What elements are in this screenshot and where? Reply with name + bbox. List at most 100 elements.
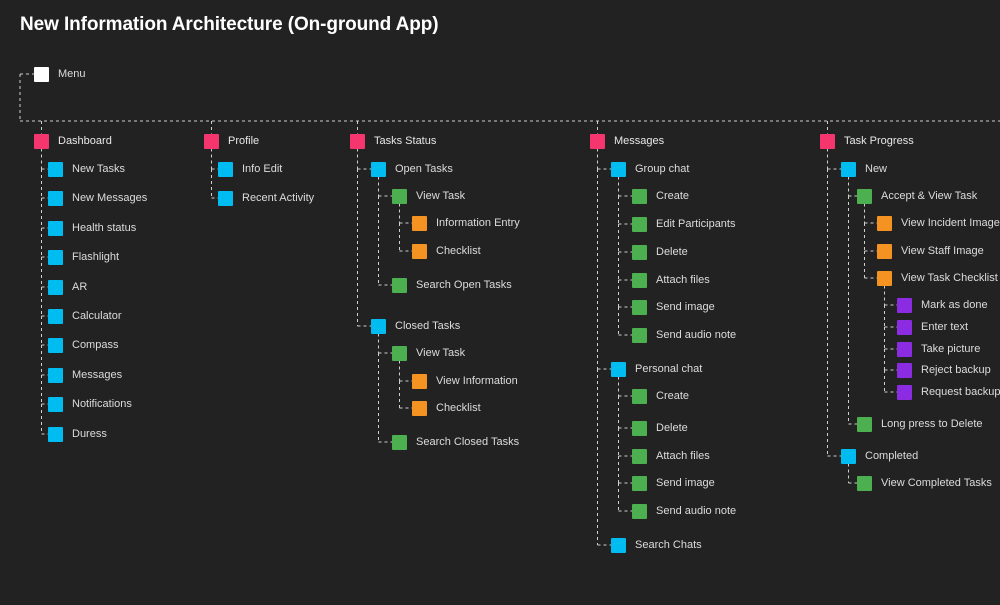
- node-label: New: [865, 163, 888, 175]
- node-tasks-status-closed-tasks[interactable]: Closed Tasks: [371, 319, 460, 335]
- node-label: Send image: [656, 301, 715, 313]
- node-chip-icon: [632, 476, 647, 491]
- node-label: View Task: [416, 347, 466, 359]
- node-profile-info-edit[interactable]: Info Edit: [218, 162, 282, 178]
- node-messages-personal-chat[interactable]: Personal chat: [611, 362, 702, 378]
- node-chip-icon: [632, 449, 647, 464]
- node-task-progress-reject-backup[interactable]: Reject backup: [897, 363, 991, 379]
- node-label: Completed: [865, 450, 919, 462]
- node-task-progress-view-completed-tasks[interactable]: View Completed Tasks: [857, 476, 992, 492]
- node-label: Create: [656, 190, 690, 202]
- node-dashboard-new-tasks[interactable]: New Tasks: [48, 162, 125, 178]
- node-tasks-status-search-closed-tasks[interactable]: Search Closed Tasks: [392, 435, 519, 451]
- node-chip-icon: [632, 389, 647, 404]
- node-label: Checklist: [436, 402, 481, 414]
- node-chip-icon: [48, 191, 63, 206]
- node-dashboard-flashlight[interactable]: Flashlight: [48, 250, 119, 266]
- node-task-progress[interactable]: Task Progress: [820, 134, 914, 150]
- node-chip-icon: [611, 538, 626, 553]
- node-dashboard-notifications[interactable]: Notifications: [48, 397, 132, 413]
- node-tasks-status-checklist[interactable]: Checklist: [412, 244, 481, 260]
- node-chip-icon: [48, 338, 63, 353]
- node-messages-delete[interactable]: Delete: [632, 245, 688, 261]
- node-label: Long press to Delete: [881, 418, 983, 430]
- node-messages-search-chats[interactable]: Search Chats: [611, 538, 702, 554]
- node-chip-icon: [412, 374, 427, 389]
- node-label: Group chat: [635, 163, 690, 175]
- node-task-progress-view-incident-image[interactable]: View Incident Image: [877, 216, 1000, 232]
- node-messages-delete[interactable]: Delete: [632, 421, 688, 437]
- node-label: View Information: [436, 375, 518, 387]
- node-task-progress-accept-and-view-task[interactable]: Accept & View Task: [857, 189, 977, 205]
- node-label: Send audio note: [656, 329, 737, 341]
- node-task-progress-enter-text[interactable]: Enter text: [897, 320, 968, 336]
- node-messages-send-image[interactable]: Send image: [632, 476, 715, 492]
- node-tasks-status-information-entry[interactable]: Information Entry: [412, 216, 520, 232]
- node-chip-icon: [350, 134, 365, 149]
- node-messages-attach-files[interactable]: Attach files: [632, 449, 710, 465]
- node-chip-icon: [218, 191, 233, 206]
- node-label: Compass: [72, 339, 119, 351]
- node-label: Tasks Status: [374, 135, 437, 147]
- node-dashboard-health-status[interactable]: Health status: [48, 221, 136, 237]
- node-chip-icon: [857, 417, 872, 432]
- node-task-progress-new[interactable]: New: [841, 162, 887, 178]
- node-label: Delete: [656, 246, 688, 258]
- node-tasks-status-checklist[interactable]: Checklist: [412, 401, 481, 417]
- node-dashboard-calculator[interactable]: Calculator: [48, 309, 122, 325]
- node-chip-icon: [392, 278, 407, 293]
- node-task-progress-view-task-checklist[interactable]: View Task Checklist: [877, 271, 998, 287]
- node-chip-icon: [412, 216, 427, 231]
- node-label: View Task Checklist: [901, 272, 998, 284]
- node-tasks-status-view-information[interactable]: View Information: [412, 374, 518, 390]
- node-dashboard-duress[interactable]: Duress: [48, 427, 107, 443]
- node-chip-icon: [897, 298, 912, 313]
- node-label: Reject backup: [921, 364, 991, 376]
- node-chip-icon: [48, 280, 63, 295]
- node-label: View Task: [416, 190, 466, 202]
- node-messages-create[interactable]: Create: [632, 389, 689, 405]
- node-messages[interactable]: Messages: [590, 134, 664, 150]
- node-dashboard-ar[interactable]: AR: [48, 280, 87, 296]
- node-label: Take picture: [921, 343, 981, 355]
- node-chip-icon: [392, 435, 407, 450]
- node-label: Recent Activity: [242, 192, 315, 204]
- node-messages-edit-participants[interactable]: Edit Participants: [632, 217, 735, 233]
- node-task-progress-request-backup[interactable]: Request backup: [897, 385, 1000, 401]
- node-dashboard-messages[interactable]: Messages: [48, 368, 122, 384]
- node-tasks-status-view-task[interactable]: View Task: [392, 346, 465, 362]
- node-task-progress-long-press-to-delete[interactable]: Long press to Delete: [857, 417, 983, 433]
- node-messages-create[interactable]: Create: [632, 189, 689, 205]
- node-menu[interactable]: Menu: [34, 67, 86, 83]
- node-label: Search Chats: [635, 539, 702, 551]
- node-label: Accept & View Task: [881, 190, 978, 202]
- node-messages-attach-files[interactable]: Attach files: [632, 273, 710, 289]
- node-label: Dashboard: [58, 135, 112, 147]
- node-label: Health status: [72, 222, 137, 234]
- node-profile-recent-activity[interactable]: Recent Activity: [218, 191, 314, 207]
- node-task-progress-mark-as-done[interactable]: Mark as done: [897, 298, 988, 314]
- node-chip-icon: [632, 328, 647, 343]
- node-profile[interactable]: Profile: [204, 134, 259, 150]
- node-messages-send-audio-note[interactable]: Send audio note: [632, 328, 736, 344]
- node-chip-icon: [877, 216, 892, 231]
- node-chip-icon: [632, 421, 647, 436]
- node-messages-group-chat[interactable]: Group chat: [611, 162, 689, 178]
- node-tasks-status-search-open-tasks[interactable]: Search Open Tasks: [392, 278, 512, 294]
- node-messages-send-audio-note[interactable]: Send audio note: [632, 504, 736, 520]
- node-chip-icon: [632, 217, 647, 232]
- node-chip-icon: [34, 67, 49, 82]
- node-task-progress-take-picture[interactable]: Take picture: [897, 342, 980, 358]
- node-task-progress-view-staff-image[interactable]: View Staff Image: [877, 244, 984, 260]
- node-chip-icon: [820, 134, 835, 149]
- node-tasks-status[interactable]: Tasks Status: [350, 134, 436, 150]
- node-label: Flashlight: [72, 251, 120, 263]
- node-task-progress-completed[interactable]: Completed: [841, 449, 918, 465]
- node-dashboard-compass[interactable]: Compass: [48, 338, 118, 354]
- node-tasks-status-open-tasks[interactable]: Open Tasks: [371, 162, 453, 178]
- node-dashboard[interactable]: Dashboard: [34, 134, 112, 150]
- node-dashboard-new-messages[interactable]: New Messages: [48, 191, 147, 207]
- node-chip-icon: [632, 273, 647, 288]
- node-tasks-status-view-task[interactable]: View Task: [392, 189, 465, 205]
- node-messages-send-image[interactable]: Send image: [632, 300, 715, 316]
